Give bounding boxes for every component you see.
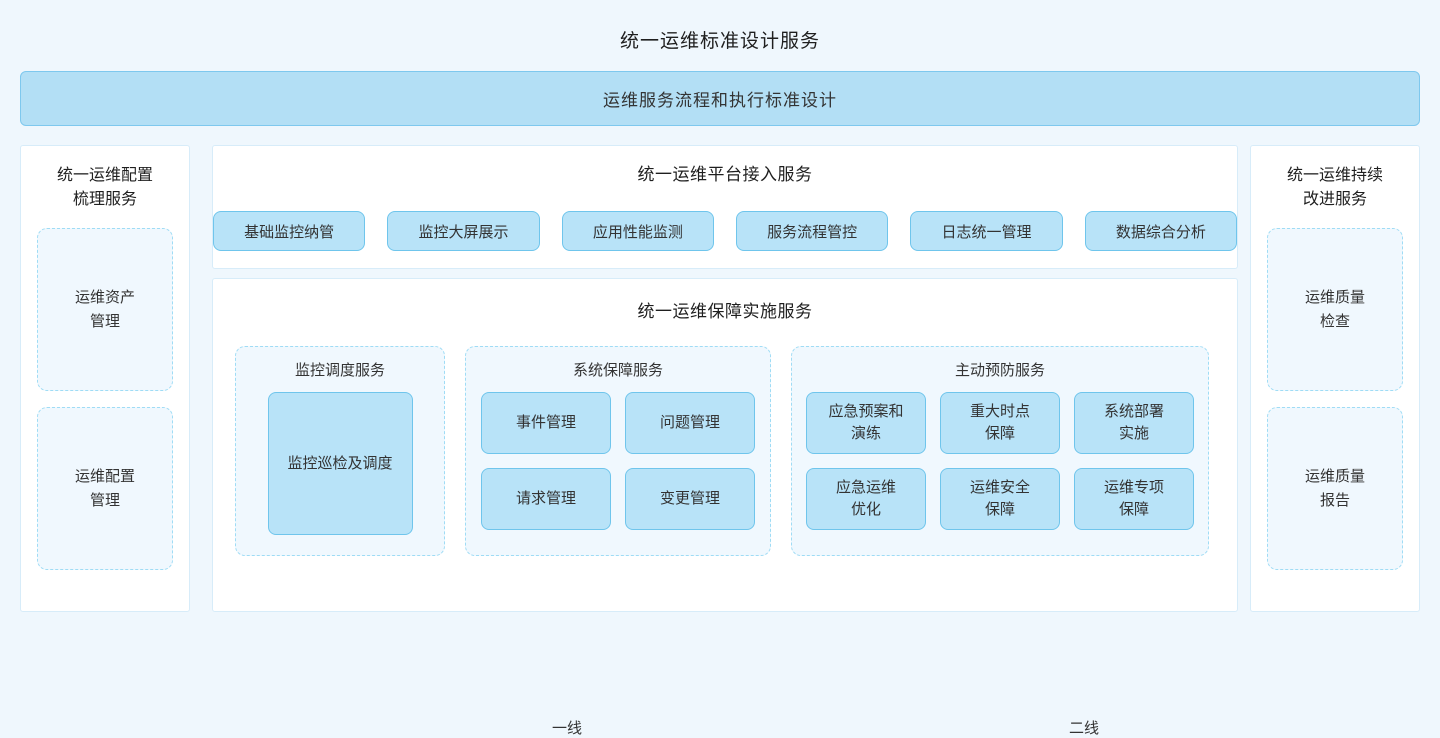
- implementation-title: 统一运维保障实施服务: [637, 302, 813, 321]
- config-grooming-card-asset[interactable]: 运维资产 管理: [37, 228, 173, 391]
- group-proactive-prevention: 主动预防服务 应急预案和 演练 重大时点 保障 系统部署 实施 应急运维 优化 …: [791, 346, 1209, 556]
- page-title: 统一运维标准设计服务: [619, 31, 820, 52]
- card-change-management[interactable]: 变更管理: [625, 468, 755, 530]
- group-system-assurance-title: 系统保障服务: [572, 362, 663, 379]
- card-incident-management[interactable]: 事件管理: [481, 392, 611, 454]
- platform-access-item-service-process-control[interactable]: 服务流程管控: [736, 211, 889, 251]
- continuous-improvement-card-quality-check[interactable]: 运维质量 检查: [1267, 228, 1403, 391]
- continuous-improvement-title: 统一运维持续 改进服务: [1286, 167, 1383, 208]
- implementation-groups: 监控调度服务 监控巡检及调度 系统保障服务 事件管理 问题管理 请求管理 变更管…: [213, 346, 1237, 556]
- card-major-event-assurance[interactable]: 重大时点 保障: [940, 392, 1060, 454]
- group-monitoring-dispatch-title: 监控调度服务: [294, 362, 385, 379]
- line-label-first: 一线: [551, 720, 582, 737]
- platform-access-item-monitoring-management[interactable]: 基础监控纳管: [213, 211, 366, 251]
- platform-access-item-apm[interactable]: 应用性能监测: [561, 211, 714, 251]
- continuous-improvement-card-quality-report[interactable]: 运维质量 报告: [1267, 407, 1403, 570]
- card-system-deployment[interactable]: 系统部署 实施: [1074, 392, 1194, 454]
- platform-access-item-log-management[interactable]: 日志统一管理: [910, 211, 1063, 251]
- diagram-canvas: 统一运维标准设计服务 运维服务流程和执行标准设计 统一运维配置 梳理服务 运维资…: [20, 31, 1420, 737]
- card-monitoring-inspection-dispatch[interactable]: 监控巡检及调度: [267, 392, 413, 535]
- platform-access-item-dashboard-display[interactable]: 监控大屏展示: [387, 211, 540, 251]
- config-grooming-title: 统一运维配置 梳理服务: [56, 167, 153, 208]
- line-label-second: 二线: [1068, 720, 1099, 737]
- card-request-management[interactable]: 请求管理: [481, 468, 611, 530]
- group-proactive-prevention-title: 主动预防服务: [954, 362, 1045, 379]
- card-ops-security-assurance[interactable]: 运维安全 保障: [940, 468, 1060, 530]
- card-ops-special-assurance[interactable]: 运维专项 保障: [1074, 468, 1194, 530]
- continuous-improvement-panel: 统一运维持续 改进服务 运维质量 检查 运维质量 报告: [1250, 145, 1420, 612]
- card-problem-management[interactable]: 问题管理: [625, 392, 755, 454]
- config-grooming-card-config[interactable]: 运维配置 管理: [37, 407, 173, 570]
- standard-design-banner: 运维服务流程和执行标准设计: [20, 71, 1420, 126]
- platform-access-panel: 统一运维平台接入服务 基础监控纳管 监控大屏展示 应用性能监测 服务流程管控 日…: [212, 145, 1238, 269]
- standard-design-banner-label: 运维服务流程和执行标准设计: [603, 91, 837, 110]
- platform-access-item-list: 基础监控纳管 监控大屏展示 应用性能监测 服务流程管控 日志统一管理 数据综合分…: [213, 211, 1237, 251]
- group-monitoring-dispatch: 监控调度服务 监控巡检及调度: [235, 346, 445, 556]
- group-system-assurance: 系统保障服务 事件管理 问题管理 请求管理 变更管理: [465, 346, 771, 556]
- columns-container: 统一运维配置 梳理服务 运维资产 管理 运维配置 管理 统一运维平台接入服务 基…: [20, 145, 1420, 737]
- group-monitoring-dispatch-items: 监控巡检及调度: [250, 392, 430, 535]
- platform-access-item-data-analysis[interactable]: 数据综合分析: [1084, 211, 1237, 251]
- config-grooming-panel: 统一运维配置 梳理服务 运维资产 管理 运维配置 管理: [20, 145, 190, 612]
- implementation-panel: 统一运维保障实施服务 监控调度服务 监控巡检及调度 系统保障服务 事件管理 问题…: [212, 278, 1238, 737]
- group-proactive-prevention-items: 应急预案和 演练 重大时点 保障 系统部署 实施 应急运维 优化 运维安全 保障…: [806, 392, 1194, 530]
- center-column: 统一运维平台接入服务 基础监控纳管 监控大屏展示 应用性能监测 服务流程管控 日…: [212, 145, 1238, 737]
- group-system-assurance-items: 事件管理 问题管理 请求管理 变更管理: [480, 392, 756, 530]
- platform-access-title: 统一运维平台接入服务: [637, 165, 813, 184]
- card-emergency-plan-drill[interactable]: 应急预案和 演练: [806, 392, 926, 454]
- card-emergency-ops-optimization[interactable]: 应急运维 优化: [806, 468, 926, 530]
